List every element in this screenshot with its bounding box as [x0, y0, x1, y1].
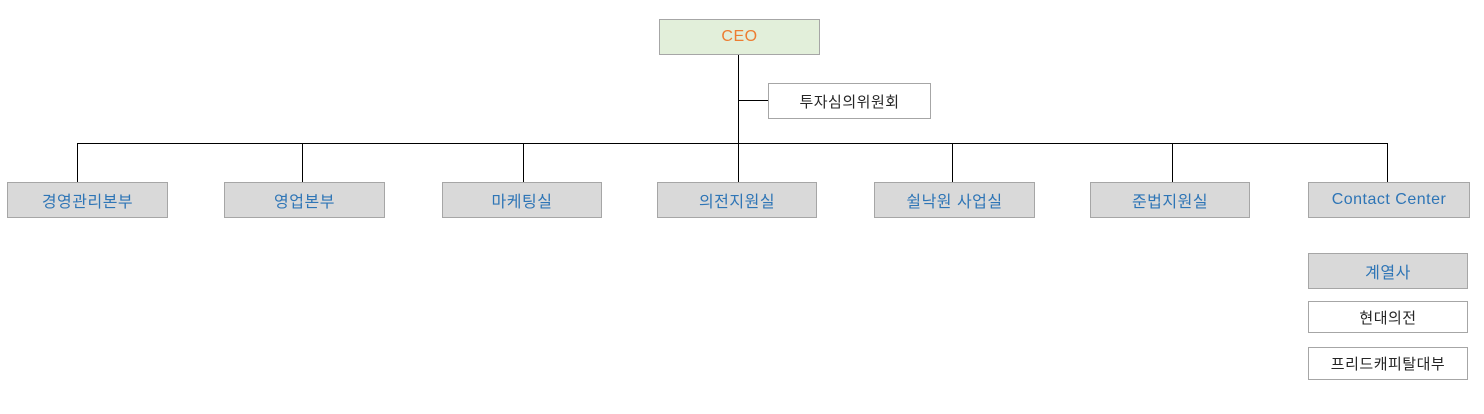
dept-box-sales-hq: 영업본부 [224, 182, 385, 218]
committee-branch-line [739, 100, 768, 101]
drop-line-contact-center [1387, 143, 1388, 182]
drop-line-marketing [523, 143, 524, 182]
affiliate-box-hyundai-uijeon: 현대의전 [1308, 301, 1468, 333]
ceo-stem-line [738, 55, 739, 143]
investment-committee-box: 투자심의위원회 [768, 83, 931, 119]
drop-line-uijeon-support [738, 143, 739, 182]
dept-box-management-hq: 경영관리본부 [7, 182, 168, 218]
drop-line-sales [302, 143, 303, 182]
dept-box-marketing: 마케팅실 [442, 182, 602, 218]
drop-line-management [77, 143, 78, 182]
dept-box-uijeon-support: 의전지원실 [657, 182, 817, 218]
affiliate-box-freed-capital: 프리드캐피탈대부 [1308, 347, 1468, 380]
main-horizontal-line [77, 143, 1388, 144]
drop-line-shilnakwon [952, 143, 953, 182]
drop-line-compliance [1172, 143, 1173, 182]
ceo-box: CEO [659, 19, 820, 55]
dept-box-compliance-support: 준법지원실 [1090, 182, 1250, 218]
affiliates-header-box: 계열사 [1308, 253, 1468, 289]
dept-box-contact-center: Contact Center [1308, 182, 1470, 218]
dept-box-shilnakwon-business: 쉴낙원 사업실 [874, 182, 1035, 218]
